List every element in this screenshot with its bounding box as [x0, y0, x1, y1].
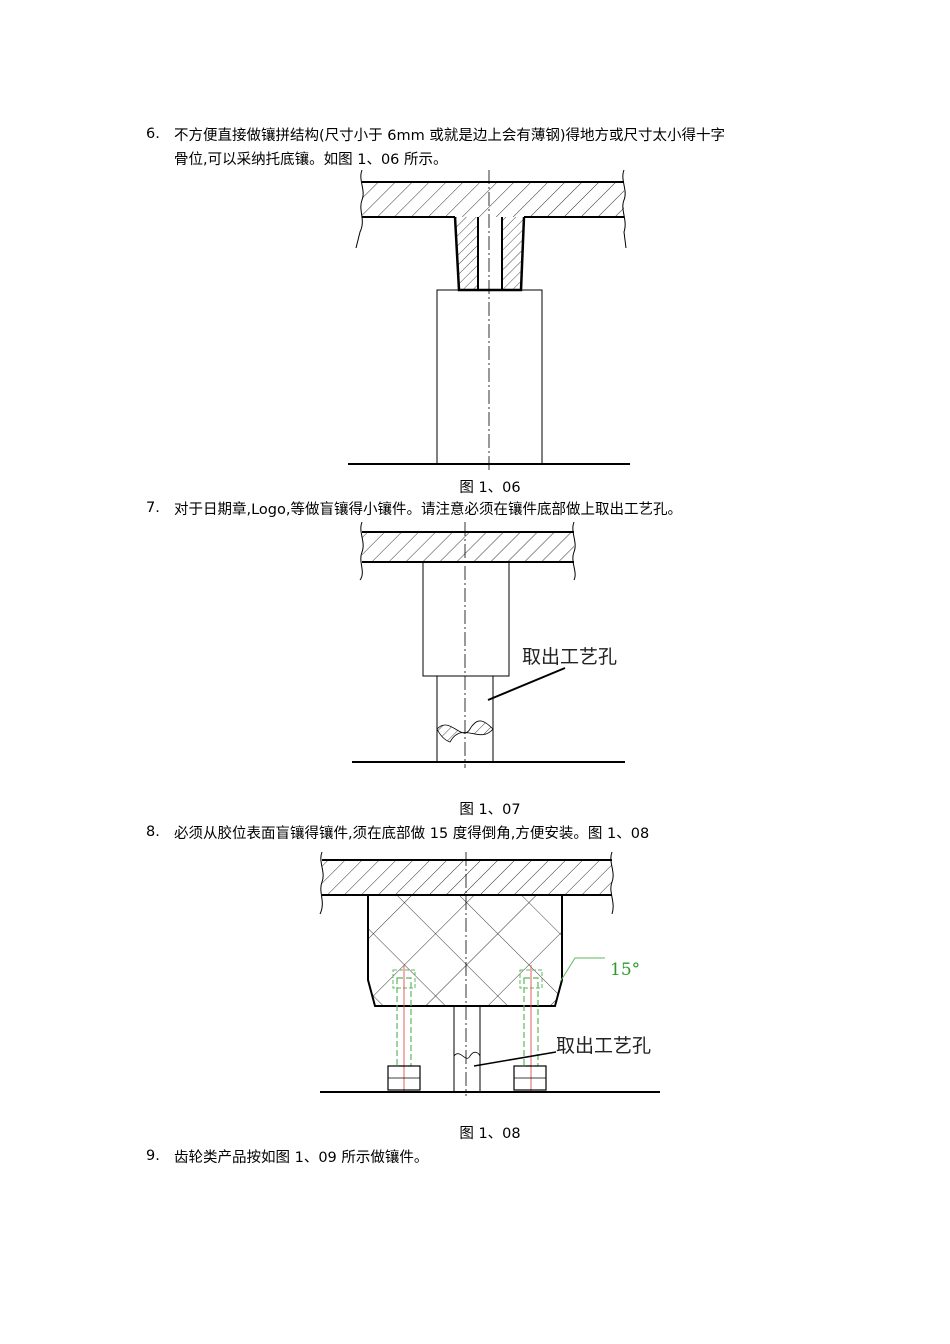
item-8-number: 8. [146, 824, 160, 840]
figure-1-08-label: 取出工艺孔 [556, 1035, 651, 1057]
item-6-text: 不方便直接做镶拼结构(尺寸小于 6mm 或就是边上会有薄钢)得地方或尺寸太小得十… [174, 124, 814, 172]
item-7-text: 对于日期章,Logo,等做盲镶得小镶件。请注意必须在镶件底部做上取出工艺孔。 [174, 502, 682, 518]
item-9-number: 9. [146, 1148, 160, 1164]
item-6-line2: 骨位,可以采纳托底镶。如图 1、06 所示。 [174, 152, 448, 168]
item-7-number: 7. [146, 500, 160, 516]
item-6-line1: 不方便直接做镶拼结构(尺寸小于 6mm 或就是边上会有薄钢)得地方或尺寸太小得十… [174, 128, 726, 144]
screw-left [387, 965, 421, 1092]
figure-1-08-caption: 图 1、08 [459, 1126, 521, 1142]
item-9-text: 齿轮类产品按如图 1、09 所示做镶件。 [174, 1150, 429, 1166]
plate-hatch [362, 182, 624, 217]
figure-1-08-angle: 15° [610, 960, 640, 980]
figure-1-06-caption: 图 1、06 [459, 480, 521, 496]
figure-1-07-caption: 图 1、07 [459, 802, 521, 818]
screw-right [513, 965, 547, 1092]
item-6-number: 6. [146, 126, 160, 142]
figure-1-07-label: 取出工艺孔 [522, 646, 617, 668]
item-8-text: 必须从胶位表面盲镶得镶件,须在底部做 15 度得倒角,方便安装。图 1、08 [174, 826, 650, 842]
